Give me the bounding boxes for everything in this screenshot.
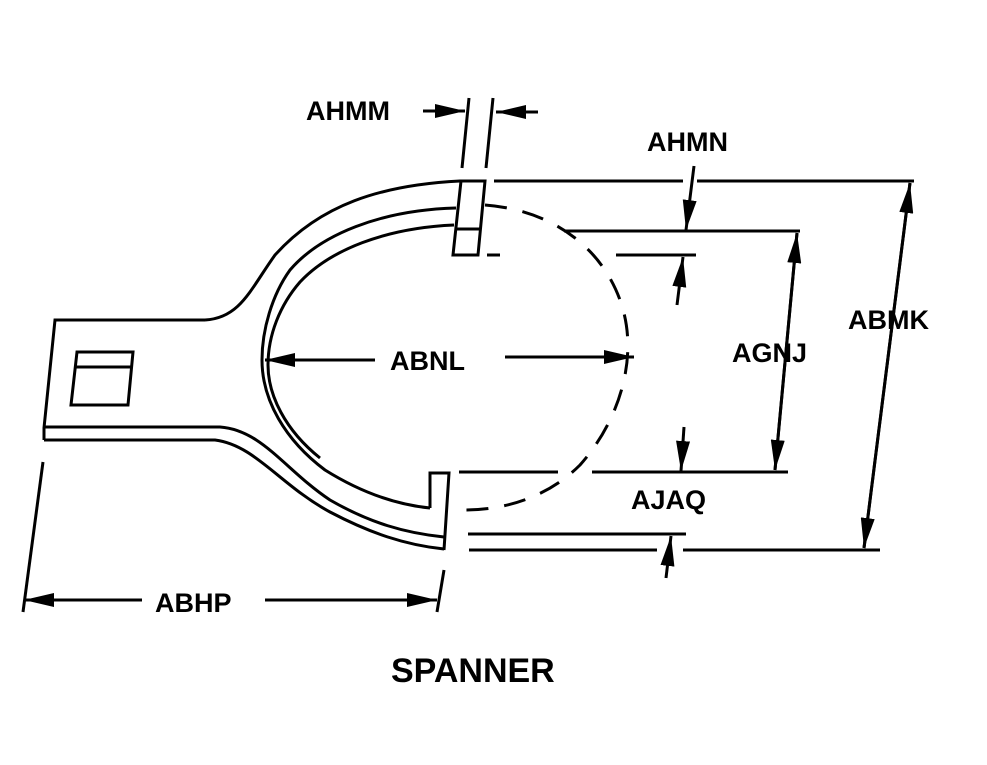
- label-abmk: ABMK: [848, 305, 929, 335]
- handle-bottom-edge-lower: [44, 438, 445, 551]
- handle-outline: [42, 318, 205, 440]
- dimension-ahmm: AHMM: [306, 96, 538, 169]
- label-ahmn: AHMN: [647, 127, 728, 157]
- fork-outer-curve: [204, 179, 485, 322]
- spanner-body: [42, 179, 630, 551]
- handle-square-hole: [69, 350, 135, 407]
- dimension-ajaq: AJAQ: [459, 426, 880, 579]
- label-ajaq: AJAQ: [631, 485, 706, 515]
- dimension-abhp: ABHP: [21, 461, 446, 618]
- fork-inner-curve-1: [260, 206, 457, 510]
- label-abhp: ABHP: [155, 588, 232, 618]
- dimension-ahmn: AHMN: [487, 127, 914, 306]
- fork-inner-curve-2: [266, 223, 455, 460]
- label-ahmm: AHMM: [306, 96, 390, 126]
- label-abnl: ABNL: [390, 346, 465, 376]
- diagram-title: SPANNER: [391, 652, 555, 690]
- top-jaw-tip: [451, 179, 487, 257]
- dimension-abnl: ABNL: [265, 346, 634, 376]
- dimension-abmk: ABMK: [848, 182, 929, 549]
- dimension-agnj: AGNJ: [732, 232, 807, 471]
- label-agnj: AGNJ: [732, 338, 807, 368]
- handle-bottom-edge: [44, 425, 445, 539]
- bottom-jaw-tip: [428, 471, 451, 551]
